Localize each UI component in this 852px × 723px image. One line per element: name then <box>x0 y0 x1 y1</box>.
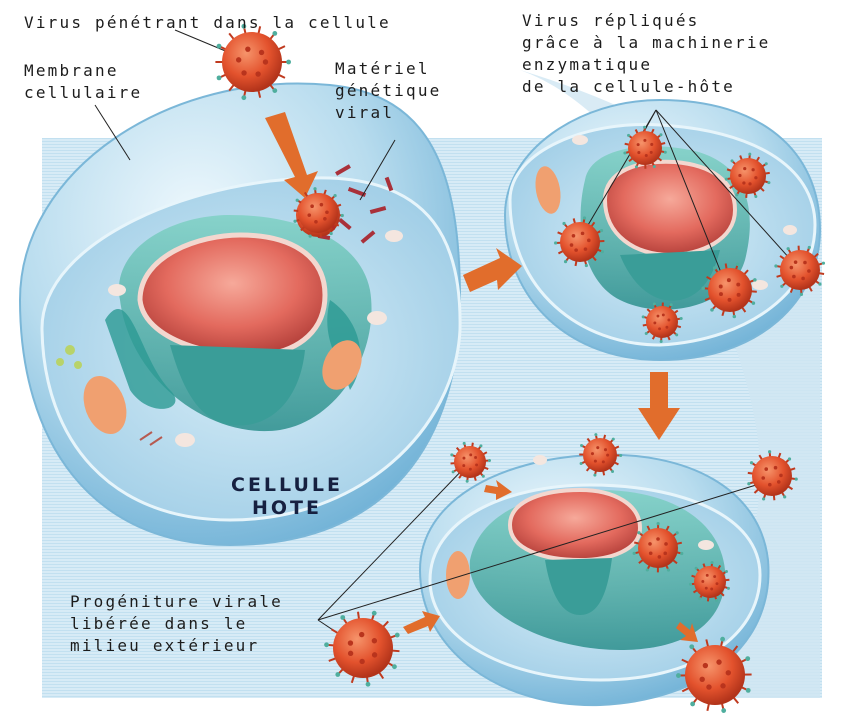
label-progeny: Progéniture virale libérée dans le milie… <box>70 591 283 657</box>
label-replicated: Virus répliqués grâce à la machinerie en… <box>522 10 771 98</box>
label-membrane: Membrane cellulaire <box>24 60 142 104</box>
nucleus <box>140 235 325 356</box>
label-virus-entering: Virus pénétrant dans la cellule <box>24 12 391 34</box>
label-genetic-material: Matériel génétique viral <box>335 58 442 124</box>
label-host-cell: CELLULE HOTE <box>212 474 362 520</box>
